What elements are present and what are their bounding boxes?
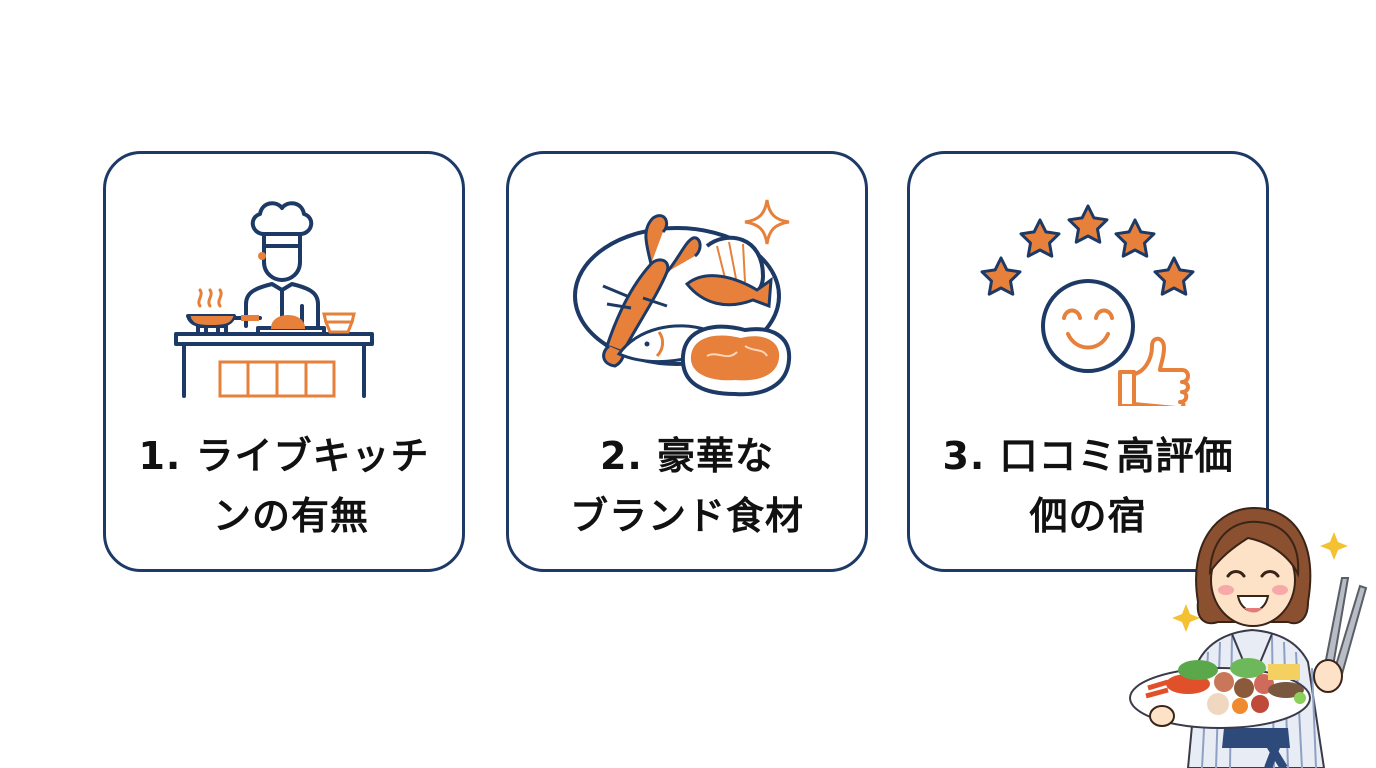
card-title-line1: 2. 豪華な xyxy=(599,434,775,478)
card-title-line2: 伵の宿 xyxy=(1029,494,1147,538)
sparkle-icon xyxy=(1172,604,1200,632)
card-title: 2. 豪華な ブランド食材 xyxy=(509,426,865,546)
sparkle-icon xyxy=(1320,532,1348,560)
mascot-illustration xyxy=(1129,506,1368,768)
card-brand-ingredients: 2. 豪華な ブランド食材 xyxy=(506,151,868,572)
card-title-line2: ンの有無 xyxy=(212,494,369,538)
card-title-line1: 1. ライブキッチ xyxy=(138,434,430,478)
card-title: 1. ライブキッチ ンの有無 xyxy=(106,426,462,546)
card-high-reviews: 3. 口コミ高評価 伵の宿 xyxy=(907,151,1269,572)
card-title-line2: ブランド食材 xyxy=(569,494,804,538)
card-title-line1: 3. 口コミ高評価 xyxy=(942,434,1234,478)
five-star-smiley-thumbs-up-icon xyxy=(980,204,1195,406)
seafood-steak-platter-icon xyxy=(573,199,792,397)
chef-live-kitchen-icon xyxy=(174,201,374,398)
card-title: 3. 口コミ高評価 伵の宿 xyxy=(910,426,1266,546)
card-live-kitchen: 1. ライブキッチ ンの有無 xyxy=(103,151,465,572)
